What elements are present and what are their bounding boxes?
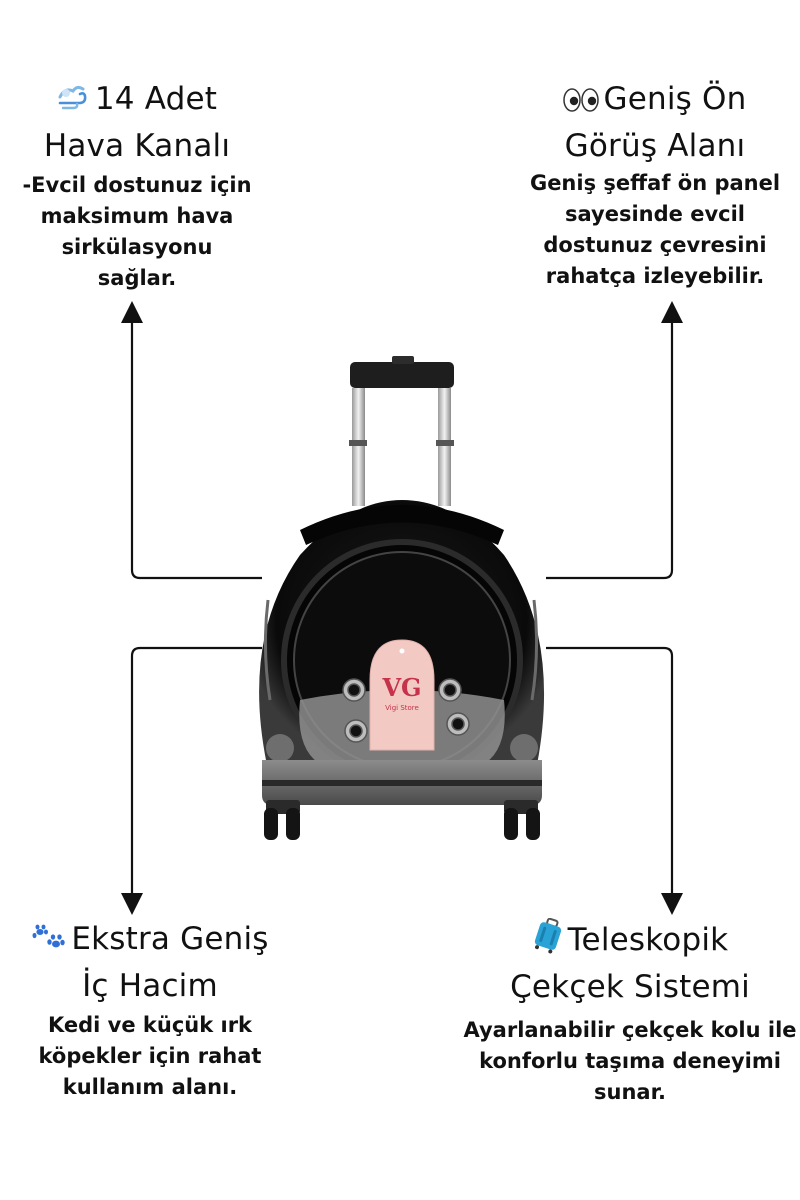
- feature-telescopic-desc-line2: konforlu taşıma deneyimi: [479, 1049, 781, 1073]
- wind-icon: [57, 81, 91, 125]
- feature-view-desc-line4: rahatça izleyebilir.: [545, 264, 765, 288]
- feature-volume-description: Kedi ve küçük ırk köpekler için rahat ku…: [10, 1010, 290, 1103]
- eyes-icon: [563, 82, 600, 125]
- feature-view-desc-line1: Geniş şeffaf ön panel: [529, 171, 781, 195]
- feature-air-desc-line3: sirkülasyonu sağlar.: [61, 235, 213, 290]
- feature-telescopic-title-line1: Teleskopik: [567, 922, 729, 958]
- luggage-icon: [532, 917, 564, 966]
- feature-front-view: Geniş Ön Görüş Alanı Geniş şeffaf ön pan…: [520, 78, 790, 292]
- feature-telescopic-desc-line3: sunar.: [594, 1080, 666, 1104]
- feature-view-title: Geniş Ön Görüş Alanı: [520, 78, 790, 168]
- connector-volume: [121, 646, 262, 915]
- feature-air-title-line1: 14 Adet: [94, 81, 218, 117]
- feature-view-desc-line2: sayesinde evcil: [565, 202, 745, 226]
- paw-prints-icon: [31, 922, 67, 965]
- vent-grommets: [342, 678, 470, 743]
- feature-volume-title: Ekstra Geniş İç Hacim: [10, 918, 290, 1008]
- feature-telescopic-desc-line1: Ayarlanabilir çekçek kolu ile: [463, 1018, 797, 1042]
- feature-telescopic-handle: Teleskopik Çekçek Sistemi Ayarlanabilir …: [460, 917, 800, 1108]
- feature-telescopic-title: Teleskopik Çekçek Sistemi: [460, 917, 800, 1009]
- connector-lines: [121, 301, 683, 915]
- connector-air: [121, 301, 262, 580]
- feature-air-desc-line2: maksimum hava: [40, 204, 234, 228]
- connector-telescopic: [546, 646, 683, 915]
- connector-view: [546, 301, 683, 580]
- feature-volume-title-line1: Ekstra Geniş: [71, 921, 269, 957]
- feature-view-desc-line3: dostunuz çevresini: [543, 233, 767, 257]
- feature-view-title-line1: Geniş Ön: [603, 81, 747, 117]
- feature-telescopic-title-line2: Çekçek Sistemi: [510, 969, 750, 1005]
- feature-air-description: -Evcil dostunuz için maksimum hava sirkü…: [22, 170, 252, 294]
- feature-air-channels: 14 Adet Hava Kanalı -Evcil dostunuz için…: [22, 78, 252, 294]
- feature-air-title-line2: Hava Kanalı: [43, 128, 231, 164]
- feature-view-title-line2: Görüş Alanı: [564, 128, 746, 164]
- feature-volume-desc-line1: Kedi ve küçük ırk: [47, 1013, 253, 1037]
- feature-air-title: 14 Adet Hava Kanalı: [22, 78, 252, 168]
- feature-telescopic-description: Ayarlanabilir çekçek kolu ile konforlu t…: [460, 1015, 800, 1108]
- wheels: [264, 800, 540, 840]
- brand-tag: VG Vigi Store: [369, 639, 435, 751]
- feature-volume-title-line2: İç Hacim: [82, 968, 218, 1004]
- feature-interior-volume: Ekstra Geniş İç Hacim Kedi ve küçük ırk …: [10, 918, 290, 1103]
- tag-logo: VG: [381, 673, 421, 702]
- feature-view-description: Geniş şeffaf ön panel sayesinde evcil do…: [520, 168, 790, 292]
- feature-volume-desc-line2: köpekler için rahat: [38, 1044, 262, 1068]
- feature-air-desc-line1: -Evcil dostunuz için: [22, 173, 252, 197]
- telescopic-handle: [349, 356, 454, 506]
- tag-brand: Vigi Store: [385, 704, 419, 712]
- feature-volume-desc-line3: kullanım alanı.: [62, 1075, 238, 1099]
